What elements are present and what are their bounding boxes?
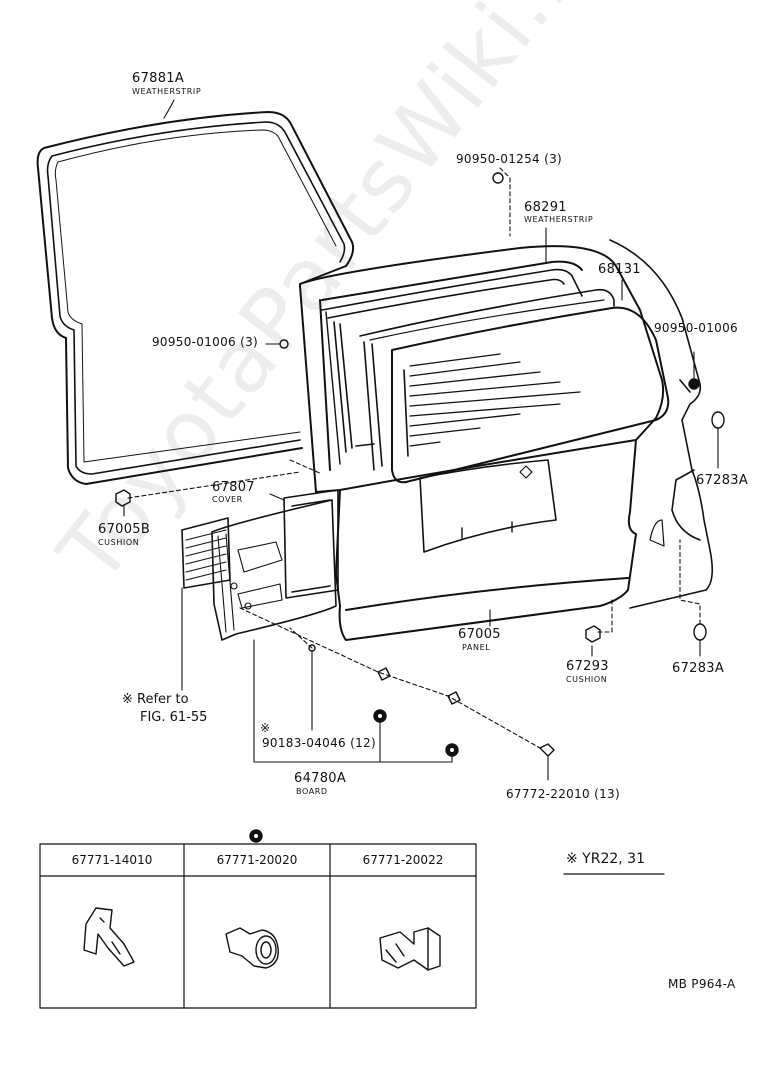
leader-lines bbox=[123, 99, 719, 781]
clip-sketch-20020 bbox=[225, 927, 279, 969]
body-side-shape bbox=[609, 239, 714, 609]
fasteners-shape bbox=[115, 172, 725, 843]
label-68131: 68131 bbox=[598, 262, 641, 277]
label-90183-04046: 90183-04046 (12) bbox=[262, 736, 376, 750]
label-67005: 67005 bbox=[458, 627, 501, 642]
label-68291: 68291 bbox=[524, 200, 567, 215]
name-67807: COVER bbox=[212, 495, 243, 504]
board-shape bbox=[211, 499, 337, 641]
label-67807: 67807 bbox=[212, 480, 255, 495]
label-90950-01006-left: 90950-01006 (3) bbox=[152, 335, 258, 349]
table-header-14010: 67771-14010 bbox=[71, 853, 153, 867]
clip-sketch-20022 bbox=[379, 927, 441, 971]
name-67005B: CUSHION bbox=[98, 538, 140, 547]
back-door-shape bbox=[299, 245, 665, 641]
table-header-20020: 67771-20020 bbox=[216, 853, 298, 867]
label-64780A: 64780A bbox=[294, 771, 347, 786]
label-90183-mark: ※ bbox=[260, 721, 271, 735]
refer-note-line1: ※ Refer to bbox=[122, 692, 189, 707]
grille-shape bbox=[181, 517, 231, 589]
label-67283A-bottom: 67283A bbox=[672, 661, 725, 676]
clip-sketch-14010 bbox=[83, 907, 135, 967]
glass-weatherstrip-shape bbox=[321, 268, 583, 453]
weatherstrip-door-shape bbox=[36, 111, 355, 485]
label-67293: 67293 bbox=[566, 659, 609, 674]
label-67283A-top: 67283A bbox=[696, 473, 749, 488]
name-68291: WEATHERSTRIP bbox=[524, 215, 594, 224]
glass-shape bbox=[359, 288, 670, 484]
figure-code: MB P964-A bbox=[668, 977, 736, 991]
legend-table bbox=[39, 843, 665, 1009]
label-67772-22010: 67772-22010 (13) bbox=[506, 787, 620, 801]
name-67005: PANEL bbox=[462, 643, 491, 652]
label-67881A: 67881A bbox=[132, 71, 185, 86]
table-header-20022: 67771-20022 bbox=[362, 853, 444, 867]
name-64780A: BOARD bbox=[296, 787, 328, 796]
name-67293: CUSHION bbox=[566, 675, 608, 684]
model-note: ※ YR22, 31 bbox=[566, 851, 645, 867]
label-67005B: 67005B bbox=[98, 522, 151, 537]
refer-note-line2: FIG. 61-55 bbox=[140, 710, 208, 725]
label-90950-01006-right: 90950-01006 bbox=[654, 321, 738, 335]
label-90950-01254: 90950-01254 (3) bbox=[456, 152, 562, 166]
name-67881A: WEATHERSTRIP bbox=[132, 87, 202, 96]
cover-shape bbox=[283, 489, 339, 599]
